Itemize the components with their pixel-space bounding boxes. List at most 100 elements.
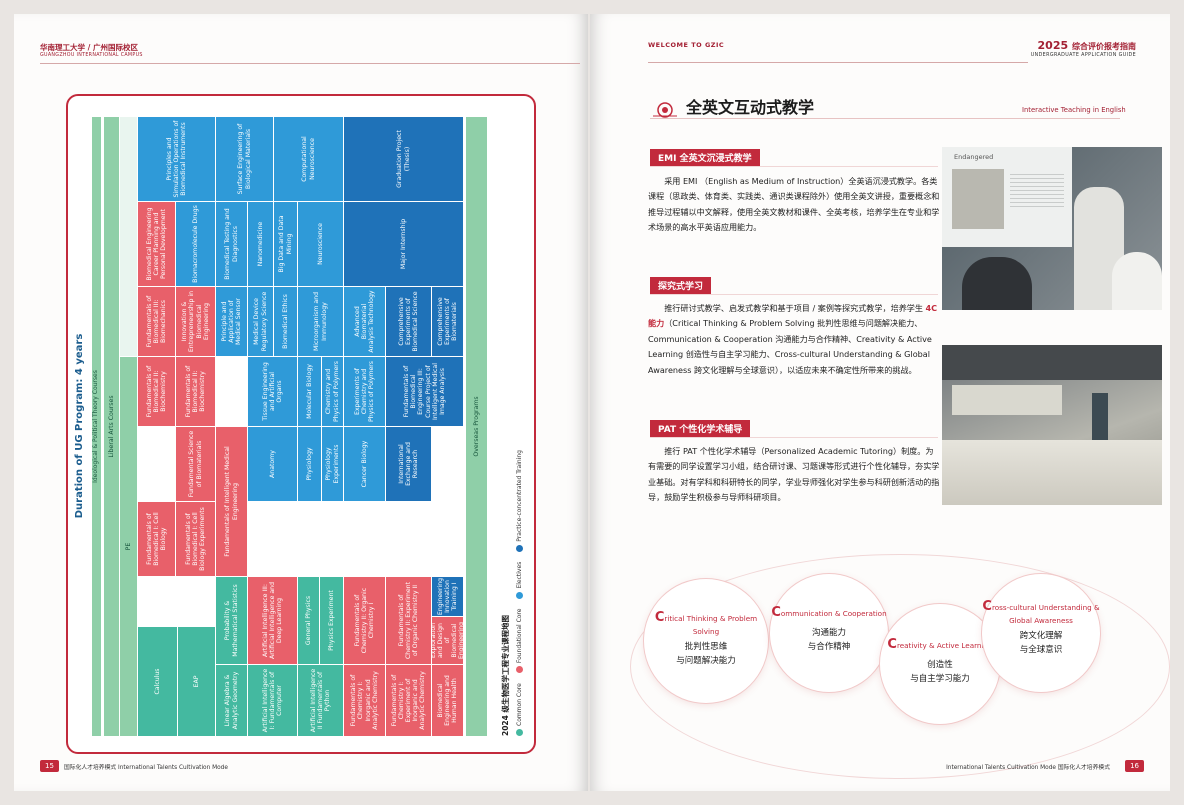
course-tissue-eng: Tissue Engineering and Artificial Organs	[248, 356, 298, 426]
legend-common: Common Core	[516, 683, 523, 736]
program-duration: Duration of UG Program: 4 years	[74, 333, 85, 519]
course-calculus: Calculus	[138, 626, 178, 736]
course-device-reg: Medical Device Regulatory Science	[248, 286, 274, 356]
student-figure-2	[1112, 252, 1162, 310]
course-biomaterials-sci: Fundamental Science of Biomaterials	[176, 426, 216, 501]
course-testing: Biomedical Testing and Diagnostics	[216, 201, 248, 286]
lane-ideological: Ideological & Political Theory Courses	[92, 116, 102, 736]
header-rule-right	[648, 62, 1028, 63]
circles-backdrop	[630, 554, 1170, 779]
footer-left: 国际化人才培养模式 International Talents Cultivat…	[64, 765, 228, 771]
lane-pe: PE	[120, 356, 138, 736]
section-subtitle: Interactive Teaching in English	[1022, 106, 1126, 114]
course-cell-bio-exp: Fundamentals of Biomedical I: Cell Biolo…	[176, 501, 216, 576]
tag-rule-2	[650, 294, 938, 295]
course-comp-exp-mat: Comprehensive Experiments of Biomaterial…	[432, 286, 464, 356]
campus-name-en: GUANGZHOU INTERNATIONAL CAMPUS	[40, 53, 143, 58]
course-innovation-ent: Innovation & Entrepreneurship in Biomedi…	[176, 286, 216, 356]
projection-screen: Endangered	[942, 147, 1072, 247]
legend-electives: Electives	[516, 562, 523, 599]
para-pat: 推行 PAT 个性化学术辅导（Personalized Academic Tut…	[648, 446, 940, 503]
course-neuroscience: Neuroscience	[298, 201, 344, 286]
curriculum-map: Duration of UG Program: 4 years Ideologi…	[66, 94, 536, 754]
teacher-figure	[1092, 393, 1108, 453]
course-physiology-exp: Physiology Experiments	[322, 426, 344, 501]
course-innovation-1: Engineering Innovation Training I	[432, 576, 464, 616]
course-chem-1-exp: Fundamentals of Chemistry I: Experiment …	[386, 664, 432, 736]
course-chem-1: Fundamentals of Chemistry I: Inorganic a…	[344, 664, 386, 736]
curriculum-map-rotated: Duration of UG Program: 4 years Ideologi…	[68, 96, 534, 752]
course-bme-health: Biomedical Engineering and Human Health	[432, 664, 464, 736]
course-biomolecular: Biomacromolecule Drugs	[176, 201, 216, 286]
course-cancer-bio: Cancer Biology	[344, 426, 386, 501]
course-linear-algebra: Linear Algebra & Analytic Geometry	[216, 664, 248, 736]
course-career: Biomedical Engineering Career Planning a…	[138, 201, 176, 286]
course-probability: Probability & Mathematical Statistics	[216, 576, 248, 664]
circle-critical-thinking: Critical Thinking & Problem Solving 批判性思…	[644, 579, 768, 703]
course-ai-1: Artificial Intelligence I: Fundamentals …	[248, 664, 298, 736]
course-anatomy: Anatomy	[248, 426, 298, 501]
course-ai-2: Artificial Intelligence II Fundamentals …	[298, 664, 344, 736]
footer-right: International Talents Cultivation Mode 国…	[946, 765, 1110, 771]
classroom-photo-1: Endangered	[942, 147, 1162, 310]
campus-name-cn: 华南理工大学 / 广州国际校区	[40, 43, 138, 52]
para-inquiry: 推行研讨式教学、启发式教学和基于项目 / 案例等探究式教学，培养学生 4C 能力…	[648, 303, 938, 375]
circle-communication: Communication & Cooperation 沟通能力与合作精神	[770, 574, 888, 692]
guide-subtitle: UNDERGRADUATE APPLICATION GUIDE	[1030, 53, 1136, 58]
course-thesis: Graduation Project (Thesis)	[344, 116, 464, 201]
desks	[942, 440, 1162, 505]
left-page: 华南理工大学 / 广州国际校区 GUANGZHOU INTERNATIONAL …	[14, 14, 588, 791]
course-comp-exp-sci: Comprehensive Experiments of Biomedical …	[386, 286, 432, 356]
course-simulation: Principles and Simulation Operations of …	[138, 116, 216, 201]
lane-overseas: Overseas Programs	[466, 116, 488, 736]
tag-rule-1	[650, 166, 938, 167]
course-sensor: Principle and Application of Medical Sen…	[216, 286, 248, 356]
course-chem-polymers-exp: Experiments of Chemistry and Physics of …	[344, 356, 386, 426]
page-number-right: 16	[1125, 760, 1144, 772]
circle-creativity: Creativity & Active Learning 创造性与自主学习能力	[880, 604, 1000, 724]
course-physiology: Physiology	[298, 426, 322, 501]
course-chem-2: Fundamentals of Chemistry II: Organic Ch…	[344, 576, 386, 664]
tag-emi: EMI 全英文沉浸式教学	[650, 149, 760, 166]
course-exploration: Exploration and Design of Biomedical Eng…	[432, 616, 464, 664]
legend: Common Core Foundational Core Electives …	[516, 450, 523, 736]
course-surface-eng: Surface Engineering of Biological Materi…	[216, 116, 274, 201]
section-title: 全英文互动式教学	[686, 98, 815, 117]
course-chem-polymers: Chemistry and Physics of Polymers	[322, 356, 344, 426]
lane-liberal: Liberal Arts Courses	[104, 116, 120, 736]
ceiling	[942, 345, 1162, 380]
para-emi: 采用 EMI （English as Medium of Instruction…	[648, 176, 940, 233]
course-biochem: Fundamentals of Biomedical II: Biochemis…	[138, 356, 176, 426]
title-rule	[650, 118, 1120, 119]
map-title: 2024 级生物医学工程专业课程地图	[501, 615, 510, 736]
course-nanomedicine: Nanomedicine	[248, 201, 274, 286]
tag-inquiry: 探究式学习	[650, 277, 712, 294]
course-analysis-tech: Advanced Biomaterial Analysis Technology	[344, 286, 386, 356]
student-figure-1	[962, 257, 1032, 310]
course-general-physics: General Physics	[298, 576, 320, 664]
lane-empty	[120, 116, 138, 356]
screen-text-block	[1010, 171, 1064, 207]
course-biochem-exp: Fundamentals of Biomedical II: Biochemis…	[176, 356, 216, 426]
course-intelligent-me: Fundamentals of Intelligent Medical Engi…	[216, 426, 248, 576]
tag-rule-3	[650, 437, 938, 438]
classroom-photo-2	[942, 345, 1162, 505]
course-biomechanics: Fundamentals of Biomedical III: Biomecha…	[138, 286, 176, 356]
welcome-text: WELCOME TO GZIC	[648, 41, 725, 49]
legend-practice: Practice-concentrated Training	[516, 450, 523, 552]
circle-cross-cultural: Cross-cultural Understanding & Global Aw…	[982, 574, 1100, 692]
tag-pat: PAT 个性化学术辅导	[650, 420, 751, 437]
course-microorg: Microorganism and Immunology	[298, 286, 344, 356]
course-molecular-bio: Molecular Biology	[298, 356, 322, 426]
course-major-intern: Major Internship	[344, 201, 464, 286]
course-intl-exchange: International Exchange and Research	[386, 426, 432, 501]
course-physics-exp: Physics Experiment	[320, 576, 344, 664]
screen-image	[952, 169, 1004, 229]
page-number-left: 15	[40, 760, 59, 772]
course-bioethics: Biomedical Ethics	[274, 286, 298, 356]
course-ai-3: Artificial Intelligence III: Artificial …	[248, 576, 298, 664]
whiteboard	[952, 385, 1062, 415]
course-cell-bio: Fundamentals of Biomedical I: Cell Biolo…	[138, 501, 176, 576]
legend-foundational: Foundational Core	[516, 609, 523, 674]
course-chem-2-exp: Fundamentals of Chemistry II: Experiment…	[386, 576, 432, 664]
